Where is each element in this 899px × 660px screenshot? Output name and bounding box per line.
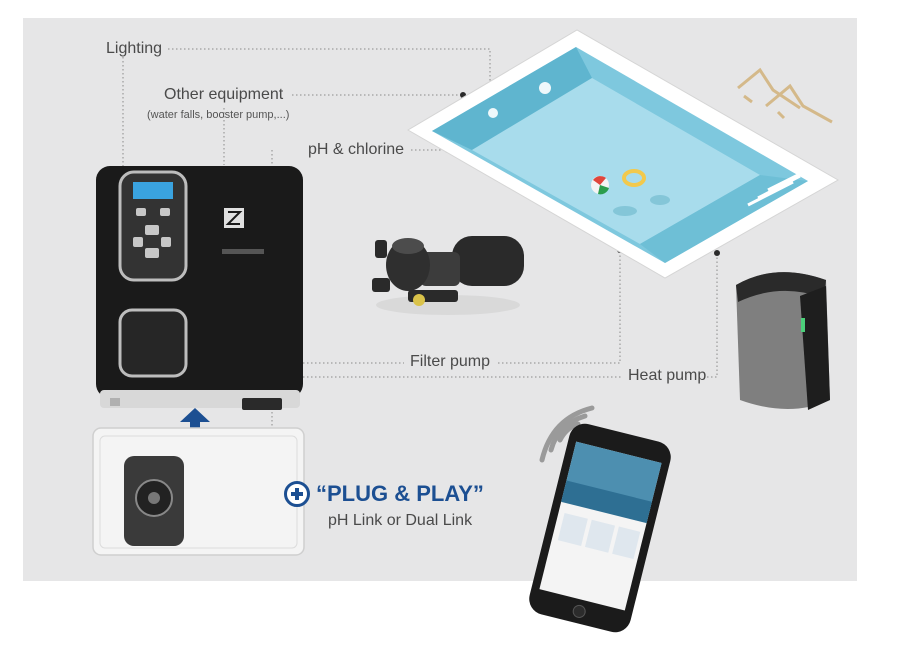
heat-pump — [736, 272, 830, 410]
label-filter-pump: Filter pump — [410, 353, 491, 370]
plug-subtitle: pH Link or Dual Link — [328, 512, 473, 529]
lower-cover — [118, 308, 188, 378]
pool-steps — [747, 169, 807, 207]
control-unit — [96, 166, 303, 410]
sun-loungers — [737, 67, 833, 124]
label-other-equipment-sub: (water falls, booster pump,...) — [147, 109, 290, 121]
label-other-equipment: Other equipment — [164, 86, 284, 103]
pool-light-1 — [539, 82, 551, 94]
lcd-display — [133, 182, 173, 199]
swim-ring — [622, 169, 646, 187]
label-heat-pump: Heat pump — [628, 367, 707, 384]
pool-light-2 — [488, 108, 498, 118]
plus-circle-icon — [284, 481, 310, 507]
filter-pump — [372, 236, 524, 315]
label-lighting: Lighting — [106, 40, 163, 57]
plug-title: “PLUG & PLAY” — [316, 481, 484, 506]
connector-heat-right — [707, 253, 718, 378]
wifi-icon — [539, 405, 595, 463]
pool — [407, 29, 840, 279]
dosing-pump-box — [92, 427, 305, 556]
plug-and-play-callout: “PLUG & PLAY” — [284, 481, 484, 507]
connector-filter-right — [498, 250, 621, 364]
model-badge — [222, 249, 264, 254]
label-ph-chlorine: pH & chlorine — [308, 141, 405, 158]
smartphone — [529, 423, 671, 633]
keypad — [133, 208, 171, 258]
